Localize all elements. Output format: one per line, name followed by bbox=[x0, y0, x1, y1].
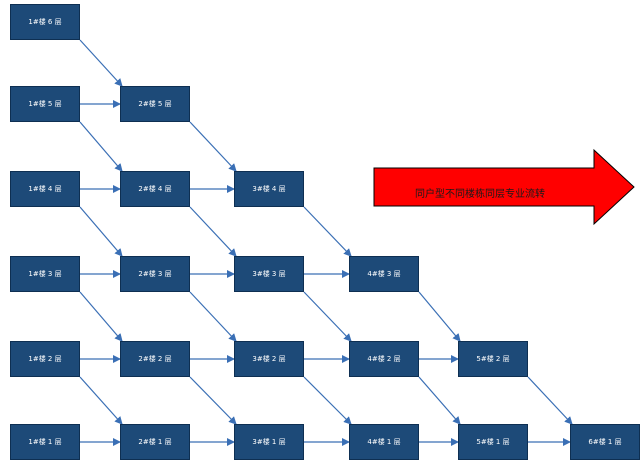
edge-4-3-to-5-2 bbox=[418, 291, 461, 342]
node-2-1: 2#楼 1 层 bbox=[120, 424, 190, 460]
node-6-1: 6#楼 1 层 bbox=[570, 424, 640, 460]
edge-1-4-to-2-3 bbox=[79, 206, 123, 257]
node-3-1: 3#楼 1 层 bbox=[234, 424, 304, 460]
edge-1-5-to-2-4 bbox=[79, 121, 123, 172]
edge-2-4-to-3-3 bbox=[189, 206, 237, 257]
node-1-2: 1#楼 2 层 bbox=[10, 341, 80, 377]
node-1-6: 1#楼 6 层 bbox=[10, 4, 80, 40]
node-5-1: 5#楼 1 层 bbox=[458, 424, 528, 460]
edge-5-2-to-6-1 bbox=[527, 376, 573, 425]
node-1-3: 1#楼 3 层 bbox=[10, 256, 80, 292]
big-red-arrow bbox=[373, 148, 635, 226]
edge-1-3-to-2-2 bbox=[79, 291, 123, 342]
edge-3-3-to-4-2 bbox=[303, 291, 352, 342]
node-4-1: 4#楼 1 层 bbox=[349, 424, 419, 460]
node-2-4: 2#楼 4 层 bbox=[120, 171, 190, 207]
edge-2-3-to-3-2 bbox=[189, 291, 237, 342]
node-2-2: 2#楼 2 层 bbox=[120, 341, 190, 377]
node-5-2: 5#楼 2 层 bbox=[458, 341, 528, 377]
edge-1-6-to-2-5 bbox=[79, 39, 123, 87]
node-2-5: 2#楼 5 层 bbox=[120, 86, 190, 122]
edge-2-2-to-3-1 bbox=[189, 376, 237, 425]
node-4-2: 4#楼 2 层 bbox=[349, 341, 419, 377]
edge-3-4-to-4-3 bbox=[303, 206, 352, 257]
edge-4-2-to-5-1 bbox=[418, 376, 461, 425]
node-2-3: 2#楼 3 层 bbox=[120, 256, 190, 292]
node-1-4: 1#楼 4 层 bbox=[10, 171, 80, 207]
node-3-3: 3#楼 3 层 bbox=[234, 256, 304, 292]
edge-group bbox=[79, 39, 573, 446]
node-3-2: 3#楼 2 层 bbox=[234, 341, 304, 377]
edge-1-2-to-2-1 bbox=[79, 376, 123, 425]
edge-2-5-to-3-4 bbox=[189, 121, 237, 172]
big-arrow-label: 同户型不同楼栋同层专业流转 bbox=[415, 189, 545, 200]
node-3-4: 3#楼 4 层 bbox=[234, 171, 304, 207]
node-1-5: 1#楼 5 层 bbox=[10, 86, 80, 122]
node-1-1: 1#楼 1 层 bbox=[10, 424, 80, 460]
edge-3-2-to-4-1 bbox=[303, 376, 352, 425]
node-4-3: 4#楼 3 层 bbox=[349, 256, 419, 292]
